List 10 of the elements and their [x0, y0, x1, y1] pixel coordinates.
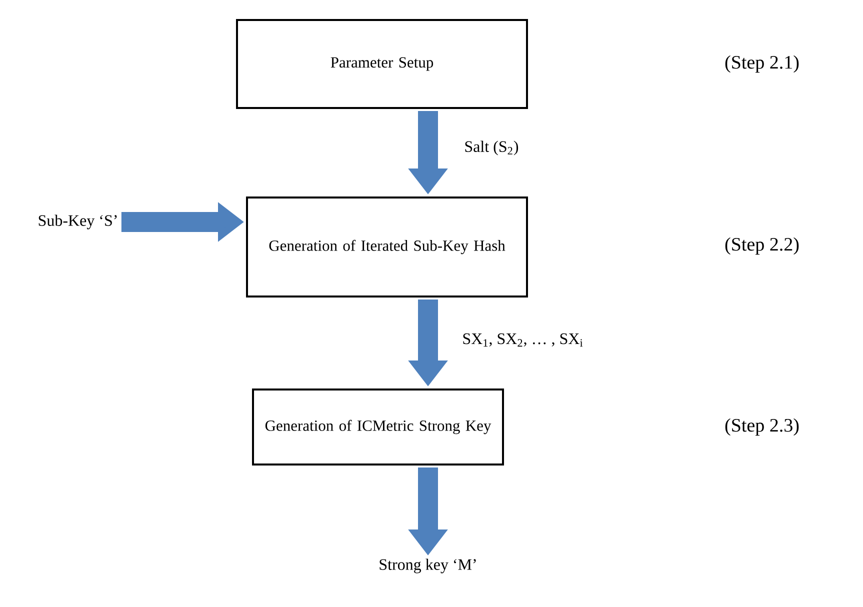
step-label: (Step 2.2): [725, 237, 799, 255]
step-label: (Step 2.1): [725, 55, 799, 73]
text-label: Strong key ‘M’: [380, 558, 476, 574]
edge-label: SX$_{1}$, SX$_{2}$, … , SX$_{i}$: [463, 333, 583, 347]
text-label: Sub-Key ‘S’: [38, 214, 117, 230]
process-box: Parameter Setup: [236, 19, 528, 109]
process-box: Generation of Iterated Sub-Key Hash: [246, 196, 528, 298]
edge-label: Salt (S$_{2}$): [465, 140, 518, 156]
process-box: Generation of ICMetric Strong Key: [252, 388, 504, 466]
step-label: (Step 2.3): [725, 418, 799, 436]
